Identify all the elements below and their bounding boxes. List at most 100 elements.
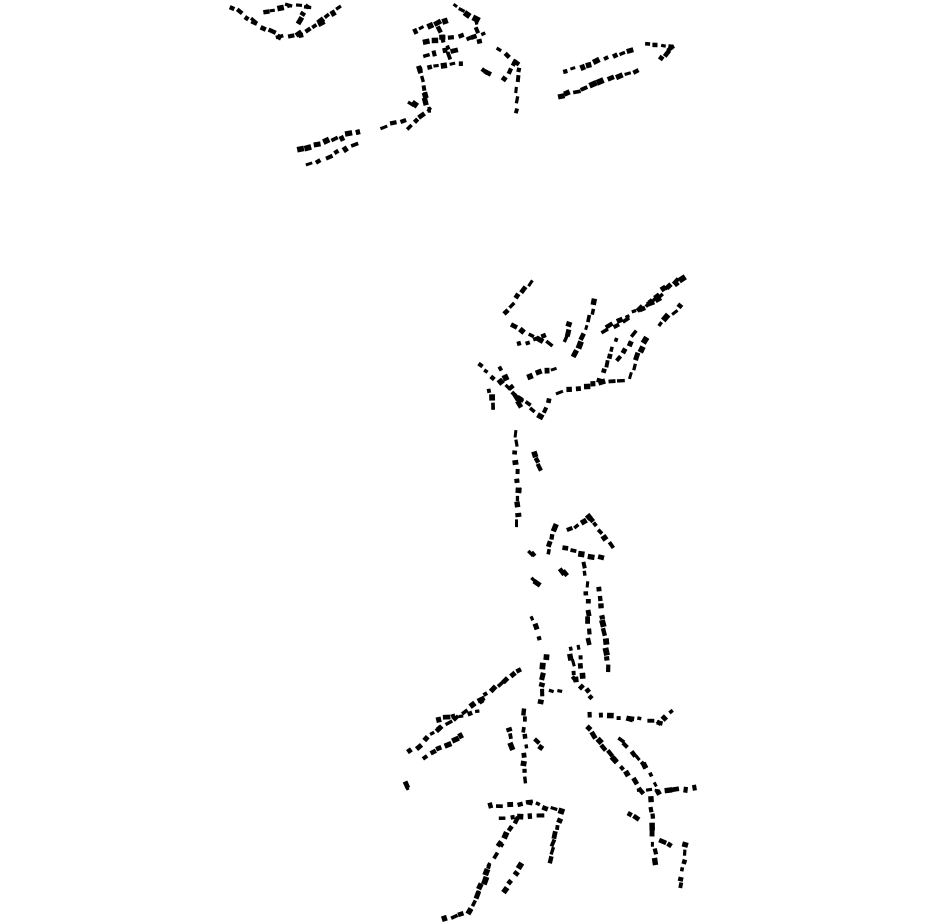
building	[632, 68, 640, 75]
building	[565, 320, 573, 328]
building	[517, 801, 524, 808]
building	[452, 2, 458, 9]
building	[412, 117, 420, 124]
building	[629, 750, 638, 758]
building	[586, 514, 596, 524]
building	[683, 786, 689, 793]
building	[577, 550, 585, 558]
building	[651, 857, 659, 866]
building	[681, 858, 688, 865]
building	[608, 379, 616, 384]
building	[476, 38, 483, 45]
building	[541, 406, 549, 414]
building	[575, 340, 584, 350]
building	[501, 373, 510, 382]
building	[640, 335, 650, 345]
building	[614, 72, 624, 81]
building	[536, 813, 545, 818]
building	[495, 46, 503, 53]
building	[636, 788, 642, 792]
building	[531, 450, 539, 459]
building	[631, 776, 640, 786]
building	[570, 675, 578, 683]
building	[379, 124, 388, 131]
building	[562, 545, 569, 551]
building	[507, 801, 514, 808]
building	[621, 316, 631, 324]
building	[503, 51, 511, 60]
building	[433, 18, 443, 27]
building	[389, 120, 397, 126]
building	[606, 353, 613, 360]
building	[578, 655, 583, 660]
building	[557, 807, 566, 815]
building	[508, 301, 516, 309]
building	[355, 129, 361, 136]
building	[649, 822, 656, 831]
building	[540, 688, 545, 697]
building	[421, 85, 427, 91]
building	[468, 700, 477, 709]
building	[417, 111, 426, 120]
building	[445, 51, 453, 61]
building	[429, 748, 437, 756]
building	[589, 730, 598, 740]
building	[596, 377, 603, 384]
building	[562, 334, 569, 343]
building	[633, 351, 641, 361]
building	[414, 743, 424, 752]
building	[235, 7, 244, 16]
building	[587, 553, 595, 561]
building	[450, 913, 459, 920]
building	[263, 9, 270, 15]
building	[617, 736, 626, 744]
building	[465, 35, 472, 42]
building	[660, 43, 667, 48]
building	[515, 512, 522, 518]
building	[516, 813, 524, 820]
building	[419, 75, 425, 83]
building	[572, 89, 581, 95]
building	[616, 378, 625, 383]
building	[620, 347, 628, 355]
building	[521, 708, 527, 716]
building	[528, 406, 536, 414]
building	[606, 749, 614, 758]
building	[539, 662, 546, 670]
building	[657, 321, 663, 328]
building	[431, 37, 439, 44]
building	[404, 785, 410, 791]
building	[677, 876, 684, 882]
building	[421, 97, 429, 106]
building	[585, 616, 590, 624]
building	[566, 386, 572, 393]
building	[549, 838, 557, 848]
building	[657, 54, 665, 62]
building	[626, 810, 633, 818]
building	[556, 817, 564, 824]
building	[423, 91, 429, 99]
building	[648, 806, 654, 813]
building	[304, 26, 312, 34]
building	[311, 23, 318, 30]
building	[426, 106, 433, 113]
building	[323, 12, 331, 19]
building	[671, 786, 680, 793]
building	[588, 79, 598, 89]
building	[534, 368, 543, 376]
building	[612, 322, 621, 330]
building	[647, 718, 655, 723]
building	[533, 737, 541, 745]
building	[591, 56, 601, 65]
building	[522, 768, 527, 773]
building	[515, 861, 525, 871]
building	[570, 548, 577, 554]
building	[599, 614, 606, 620]
building	[640, 761, 649, 770]
building	[515, 468, 520, 475]
building	[447, 35, 455, 40]
building	[615, 316, 624, 324]
building	[489, 374, 496, 382]
building	[512, 392, 520, 402]
